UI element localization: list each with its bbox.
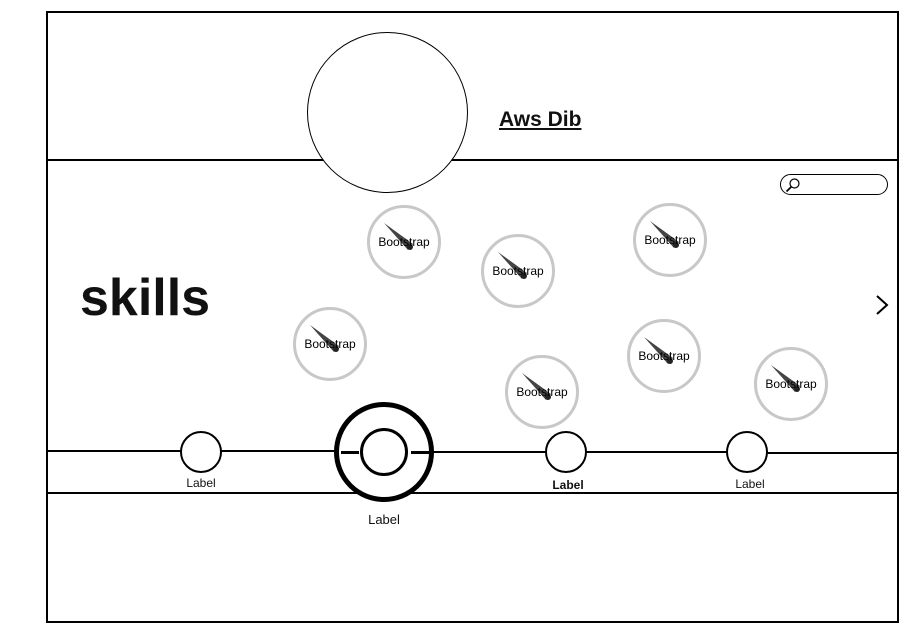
timeline-node-label: Label bbox=[186, 476, 216, 490]
gauge-needle-icon bbox=[522, 373, 551, 400]
skill-label: Bootstrap bbox=[638, 349, 690, 363]
skill-label: Bootstrap bbox=[644, 233, 696, 247]
footer-divider bbox=[46, 492, 899, 494]
timeline-node[interactable] bbox=[545, 431, 587, 473]
search-box[interactable] bbox=[780, 174, 888, 195]
skill-gauge[interactable]: Bootstrap bbox=[481, 234, 555, 308]
profile-name-link[interactable]: Aws Dib bbox=[499, 108, 582, 131]
active-node-right-tick bbox=[411, 451, 429, 454]
search-icon bbox=[785, 178, 800, 193]
skill-gauge[interactable]: Bootstrap bbox=[627, 319, 701, 393]
skill-gauge[interactable]: Bootstrap bbox=[754, 347, 828, 421]
gauge-needle-icon bbox=[310, 325, 339, 352]
active-node-inner-ring bbox=[360, 428, 408, 476]
skill-label: Bootstrap bbox=[304, 337, 356, 351]
gauge-needle-icon bbox=[650, 221, 679, 248]
search-input[interactable] bbox=[803, 177, 883, 192]
profile-avatar[interactable] bbox=[307, 32, 468, 193]
header-divider bbox=[46, 159, 899, 161]
skill-gauge[interactable]: Bootstrap bbox=[633, 203, 707, 277]
timeline-node-label: Label bbox=[552, 478, 584, 492]
timeline-node[interactable] bbox=[180, 431, 222, 473]
skill-gauge[interactable]: Bootstrap bbox=[505, 355, 579, 429]
chevron-right-icon[interactable] bbox=[874, 293, 890, 317]
timeline-node-active[interactable] bbox=[334, 402, 434, 502]
page-frame bbox=[46, 11, 899, 623]
skill-label: Bootstrap bbox=[492, 264, 544, 278]
timeline-node[interactable] bbox=[726, 431, 768, 473]
gauge-needle-icon bbox=[644, 337, 673, 364]
skill-gauge[interactable]: Bootstrap bbox=[367, 205, 441, 279]
gauge-needle-icon bbox=[384, 223, 413, 250]
skill-label: Bootstrap bbox=[765, 377, 817, 391]
active-node-left-tick bbox=[341, 451, 359, 454]
skills-heading: skills bbox=[80, 269, 211, 327]
gauge-needle-icon bbox=[498, 252, 527, 279]
timeline-node-label: Label bbox=[735, 477, 765, 491]
timeline-node-label: Label bbox=[368, 512, 400, 527]
skill-label: Bootstrap bbox=[378, 235, 430, 249]
skill-gauge[interactable]: Bootstrap bbox=[293, 307, 367, 381]
gauge-needle-icon bbox=[771, 365, 800, 392]
skill-label: Bootstrap bbox=[516, 385, 568, 399]
